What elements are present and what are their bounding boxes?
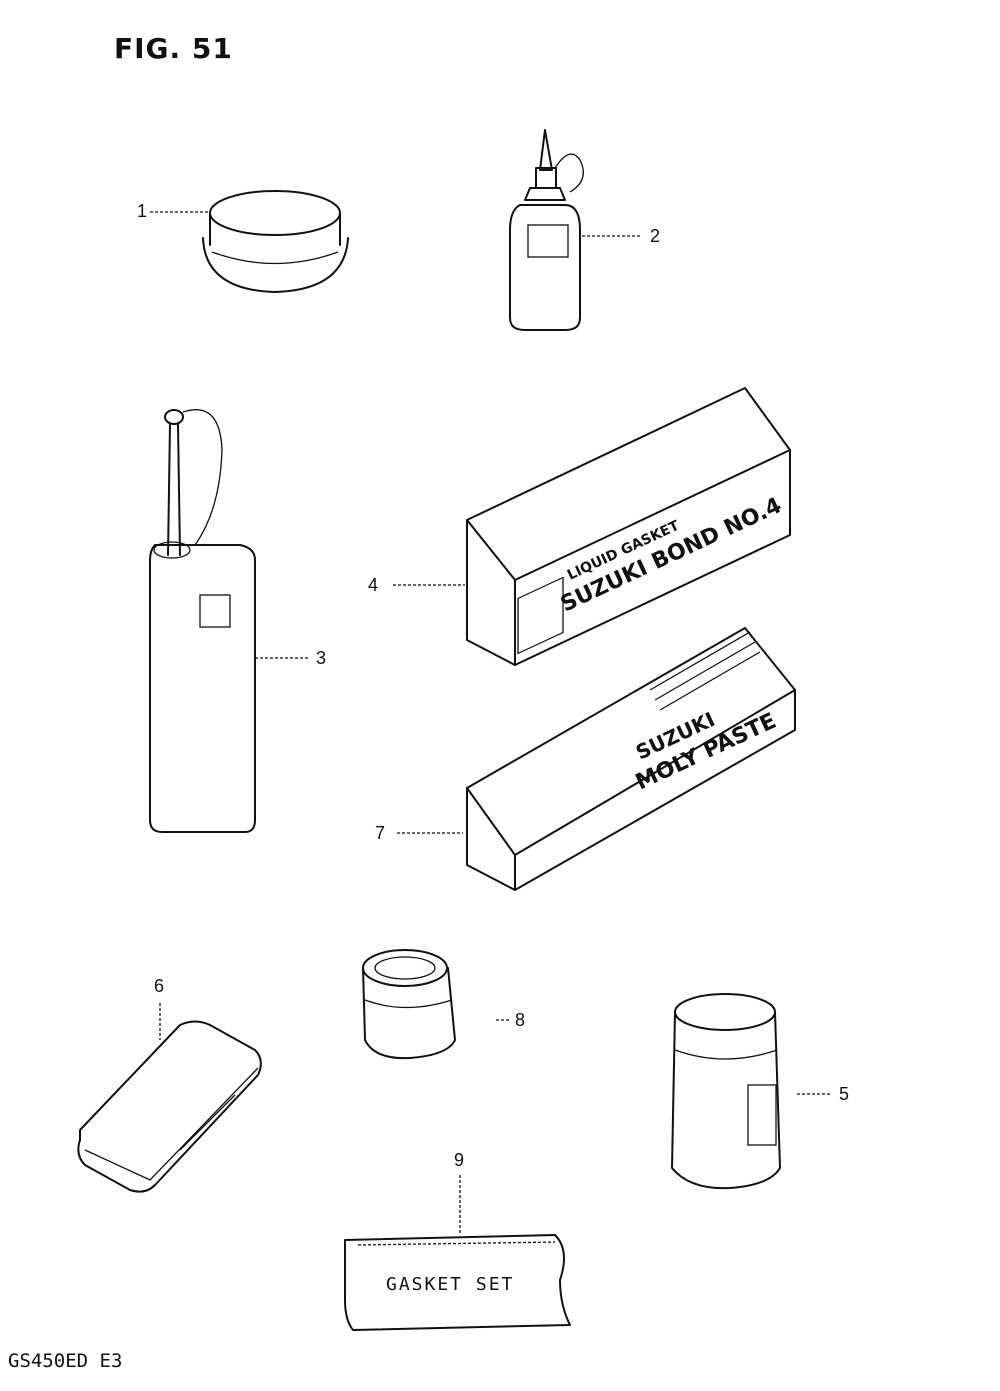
callout-6: 6 [154,976,165,996]
figure-title: FIG. 51 [114,32,233,65]
callout-2: 2 [650,226,661,246]
part-6-small-case [77,1003,262,1193]
part-8-small-can [362,949,510,1060]
callout-4: 4 [368,575,379,595]
callout-7: 7 [375,823,386,843]
part-9-gasket-set: GASKET SET [344,1175,571,1331]
part-1-grease-tin [150,190,349,293]
callout-1: 1 [137,201,148,221]
part-3-oil-can [149,409,310,833]
gasket-set-label: GASKET SET [386,1274,514,1295]
callout-8: 8 [515,1010,526,1030]
callout-9: 9 [454,1150,465,1170]
model-code: GS450ED E3 [8,1350,123,1372]
bond-label-line2: SUZUKI BOND NO.4 [557,493,786,617]
callout-3: 3 [316,648,327,668]
part-5-large-can [671,993,830,1190]
part-2-oil-bottle [509,129,642,331]
part-7-moly-paste-box: SUZUKI MOLY PASTE [397,627,796,891]
callout-5: 5 [839,1084,850,1104]
part-4-liquid-gasket-box: LIQUID GASKET SUZUKI BOND NO.4 [393,387,791,666]
